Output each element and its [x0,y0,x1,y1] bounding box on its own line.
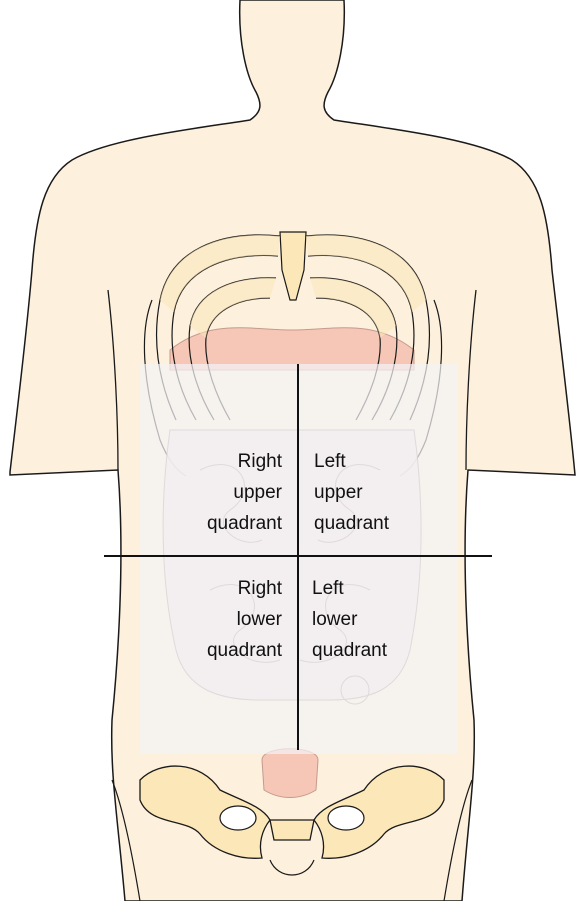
right-obturator [220,806,256,830]
luq-line-2: upper [314,477,434,508]
luq-line-3: quadrant [314,508,434,539]
right-upper-quadrant-label: Right upper quadrant [162,446,282,539]
ruq-line-1: Right [162,446,282,477]
left-upper-quadrant-label: Left upper quadrant [314,446,434,539]
left-obturator [328,806,364,830]
llq-line-2: lower [312,604,432,635]
rlq-line-1: Right [162,573,282,604]
left-lower-quadrant-label: Left lower quadrant [312,573,432,666]
right-lower-quadrant-label: Right lower quadrant [162,573,282,666]
rlq-line-3: quadrant [162,635,282,666]
llq-line-3: quadrant [312,635,432,666]
bladder [262,749,318,798]
rlq-line-2: lower [162,604,282,635]
ruq-line-3: quadrant [162,508,282,539]
luq-line-1: Left [314,446,434,477]
ruq-line-2: upper [162,477,282,508]
llq-line-1: Left [312,573,432,604]
